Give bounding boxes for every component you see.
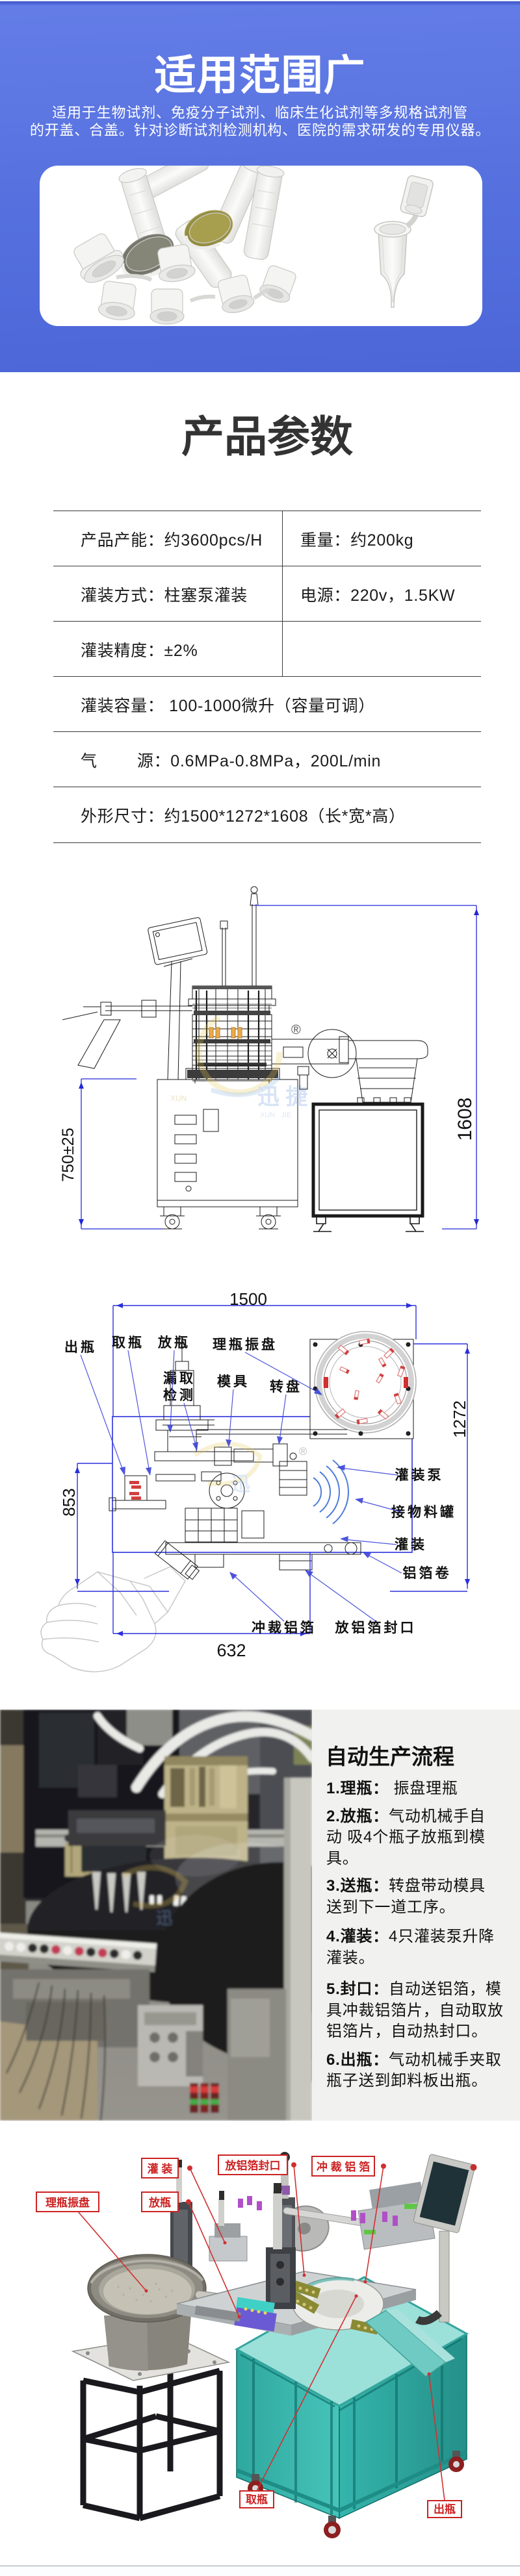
svg-text:放铝箔封口: 放铝箔封口 <box>335 1620 417 1635</box>
svg-text:出瓶: 出瓶 <box>64 1339 97 1355</box>
svg-text:®: ® <box>299 1445 307 1458</box>
svg-text:1608: 1608 <box>454 1098 476 1141</box>
svg-text:漏取: 漏取 <box>163 1370 196 1386</box>
svg-text:理瓶振盘: 理瓶振盘 <box>46 2196 90 2209</box>
svg-text:灌装泵: 灌装泵 <box>395 1468 444 1483</box>
svg-text:检测: 检测 <box>163 1387 196 1403</box>
svg-text:632: 632 <box>216 1641 246 1660</box>
svg-text:取瓶: 取瓶 <box>246 2493 268 2506</box>
svg-text:XUN JIE: XUN JIE <box>260 1111 291 1119</box>
svg-text:1272: 1272 <box>450 1400 469 1438</box>
svg-text:出瓶: 出瓶 <box>434 2503 456 2516</box>
svg-text:853: 853 <box>59 1488 79 1516</box>
svg-text:灌装: 灌装 <box>395 1537 427 1552</box>
svg-text:冲 裁 铝 箔: 冲 裁 铝 箔 <box>317 2160 370 2173</box>
svg-text:迅 捷: 迅 捷 <box>257 1085 307 1109</box>
svg-text:迅: 迅 <box>156 1908 173 1928</box>
svg-text:1500: 1500 <box>229 1289 267 1309</box>
svg-text:模具: 模具 <box>217 1374 250 1389</box>
svg-text:放铝箔封口: 放铝箔封口 <box>225 2159 281 2172</box>
svg-text:灌 装: 灌 装 <box>148 2162 173 2175</box>
svg-text:®: ® <box>291 1023 301 1037</box>
svg-text:理瓶振盘: 理瓶振盘 <box>213 1337 278 1352</box>
svg-text:放瓶: 放瓶 <box>157 1335 190 1350</box>
svg-text:铝箔卷: 铝箔卷 <box>403 1565 452 1581</box>
svg-text:冲裁铝箔: 冲裁铝箔 <box>252 1620 317 1635</box>
svg-text:迅: 迅 <box>231 1474 250 1495</box>
svg-text:取瓶: 取瓶 <box>112 1335 144 1350</box>
svg-text:转盘: 转盘 <box>270 1379 302 1395</box>
svg-text:XUN: XUN <box>170 1094 187 1103</box>
svg-text:放瓶: 放瓶 <box>148 2196 171 2209</box>
svg-text:750±25: 750±25 <box>59 1128 77 1181</box>
